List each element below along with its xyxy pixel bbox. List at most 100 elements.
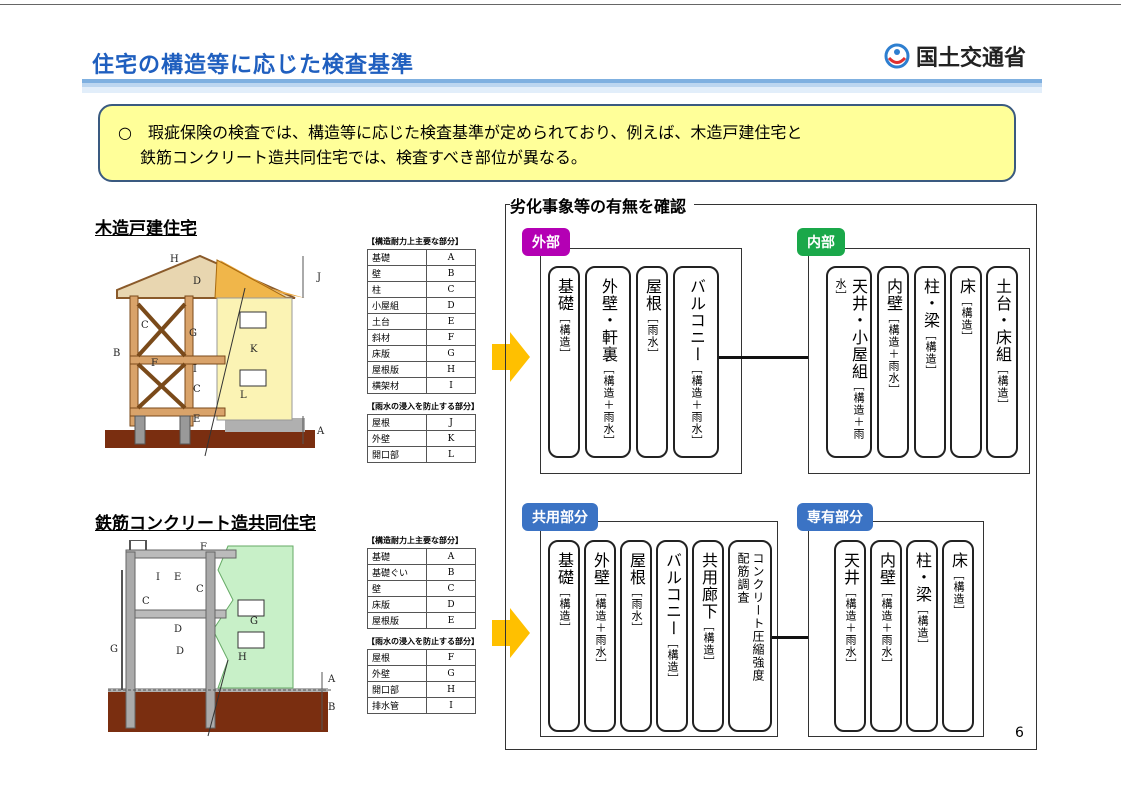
rc-housing-heading: 鉄筋コンクリート造共同住宅 (95, 514, 316, 534)
card-sublabel: ［構造＋雨水］ (594, 586, 607, 670)
card-label: 配筋調査 (736, 552, 750, 604)
wood-diagram-label: H (170, 254, 179, 265)
wood-diagram-label: K (250, 344, 258, 355)
inspection-card: 天井・小屋組［構造＋雨水］ (826, 266, 872, 458)
card-label: 柱・梁 (913, 552, 932, 603)
part-code: A (426, 548, 476, 565)
title-underline-bar (82, 79, 1042, 93)
part-name: 開口部 (367, 681, 427, 698)
wood-diagram-label: F (151, 358, 158, 369)
wood-diagram-label: I (193, 364, 197, 375)
card-label: バルコニー (663, 552, 682, 637)
rc-building-diagram: F I E C C G D G D H A B (108, 540, 336, 737)
rc-diagram-label: B (328, 702, 335, 713)
part-code: B (426, 265, 476, 282)
rc-diagram-label: G (250, 616, 258, 627)
card-label: 屋根 (627, 552, 646, 586)
connector-line (719, 356, 809, 359)
wood-diagram-label: J (316, 272, 321, 283)
part-code: F (426, 329, 476, 346)
part-name: 基礎 (367, 249, 427, 266)
part-name: 基礎 (367, 548, 427, 565)
part-name: 屋根 (367, 649, 427, 666)
part-code: C (426, 281, 476, 298)
connector-line (772, 636, 836, 639)
wood-diagram-label: G (189, 328, 197, 339)
wood-diagram-label: D (193, 276, 201, 287)
card-label: 基礎 (555, 278, 574, 312)
part-name: 土台 (367, 313, 427, 330)
wood-rain-header: 【雨水の浸入を防止する部分】 (367, 402, 479, 411)
part-name: 柱 (367, 281, 427, 298)
rc-diagram-label: G (110, 644, 118, 655)
card-sublabel: ［構造＋雨水］ (880, 586, 893, 670)
private-area-tag: 専有部分 (797, 503, 873, 531)
card-label: 内壁 (884, 278, 903, 312)
inspection-card: コンクリート圧縮強度配筋調査 (728, 540, 772, 732)
part-code: D (426, 297, 476, 314)
card-sublabel: ［構造＋雨水］ (690, 363, 703, 447)
card-sublabel: ［雨水］ (630, 586, 643, 634)
inspection-card: 床［構造］ (950, 266, 982, 458)
part-code: I (426, 377, 476, 394)
rc-diagram-label: F (200, 542, 207, 553)
inspection-card: バルコニー［構造＋雨水］ (673, 266, 719, 458)
interior-tag: 内部 (797, 228, 845, 256)
part-code: G (426, 665, 476, 682)
inspection-card: 基礎［構造］ (548, 540, 580, 732)
inspection-card: 土台・床組［構造］ (986, 266, 1018, 458)
part-name: 床版 (367, 596, 427, 613)
part-code: E (426, 313, 476, 330)
part-name: 屋根版 (367, 361, 427, 378)
card-label: 柱・梁 (921, 278, 940, 329)
inspection-card: 内壁［構造＋雨水］ (870, 540, 902, 732)
right-arrow-icon (492, 332, 530, 382)
page-number: 6 (1015, 725, 1024, 741)
part-name: 壁 (367, 265, 427, 282)
inspection-card: バルコニー［構造］ (656, 540, 688, 732)
inspection-card: 内壁［構造＋雨水］ (877, 266, 909, 458)
part-name: 外壁 (367, 430, 427, 447)
wood-house-heading: 木造戸建住宅 (95, 219, 197, 239)
card-label: 外壁・軒裏 (599, 278, 618, 363)
part-name: 斜材 (367, 329, 427, 346)
card-label: 外壁 (591, 552, 610, 586)
ministry-logo: 国土交通省 (884, 40, 1026, 72)
part-name: 開口部 (367, 446, 427, 463)
rc-diagram-label: A (327, 674, 336, 685)
card-sublabel: ［構造］ (960, 295, 973, 343)
callout-line-1: ○ 瑕疵保険の検査では、構造等に応じた検査基準が定められており、例えば、木造戸建… (118, 123, 803, 142)
mlit-emblem-icon (884, 43, 910, 69)
card-sublabel: ［構造］ (996, 363, 1009, 411)
part-code: G (426, 345, 476, 362)
part-code: A (426, 249, 476, 266)
rc-diagram-label: H (238, 652, 247, 663)
card-sublabel: ［構造］ (702, 620, 715, 668)
rc-diagram-label: C (142, 596, 150, 607)
card-label: 天井・小屋組 (849, 278, 868, 380)
inspection-frame (505, 204, 1037, 750)
rc-diagram-label: C (196, 584, 204, 595)
card-sublabel: ［構造］ (558, 586, 571, 634)
top-rule (0, 4, 1121, 5)
card-label: 内壁 (877, 552, 896, 586)
part-name: 小屋組 (367, 297, 427, 314)
card-sublabel: ［構造＋雨水］ (844, 586, 857, 670)
wood-diagram-label: A (316, 426, 325, 437)
